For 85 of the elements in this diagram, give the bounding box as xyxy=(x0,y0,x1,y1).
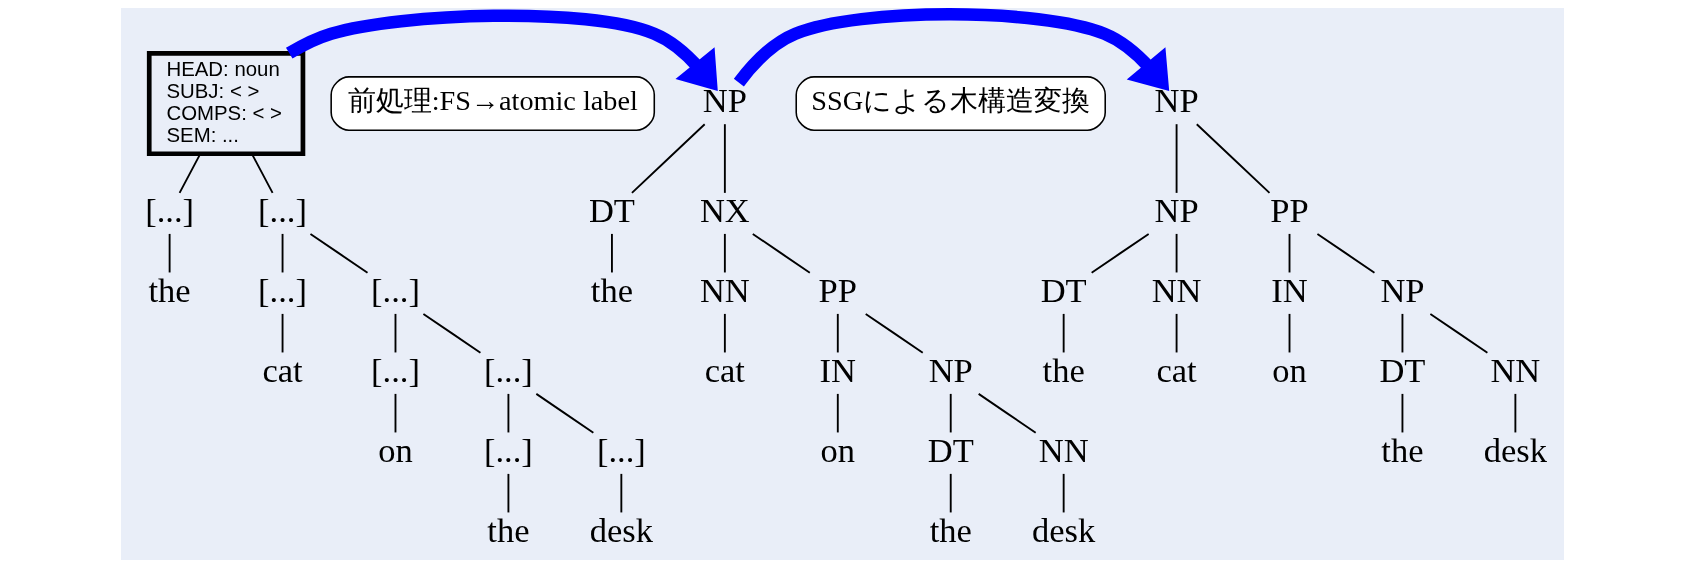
connector xyxy=(1175,232,1178,274)
connector xyxy=(751,232,811,274)
node-text: cat xyxy=(1156,351,1197,390)
node-text: [...] xyxy=(371,351,420,390)
node-text: the xyxy=(1381,431,1424,470)
node-text: desk xyxy=(589,511,653,550)
node-text: the xyxy=(929,511,972,550)
connector xyxy=(723,123,726,194)
connector xyxy=(949,472,952,514)
node-text: the xyxy=(1042,351,1085,390)
connector xyxy=(1401,312,1404,354)
connector xyxy=(535,392,595,434)
node-text: cat xyxy=(262,351,303,390)
node-text: DT xyxy=(1040,271,1087,310)
connector xyxy=(281,232,284,274)
connector xyxy=(281,312,284,354)
connector xyxy=(422,312,482,354)
node-text: DT xyxy=(1379,351,1426,390)
node-text: [...] xyxy=(483,431,533,470)
connector xyxy=(949,392,952,434)
node-text: PP xyxy=(818,271,857,310)
connector xyxy=(178,153,202,194)
node-box: 前処理:FS→atomic label xyxy=(330,76,656,131)
connector xyxy=(1175,312,1178,354)
node-text: NP xyxy=(702,81,747,120)
node-text: cat xyxy=(704,351,745,390)
node-text: on xyxy=(378,431,413,470)
connector xyxy=(836,312,839,354)
connector xyxy=(251,153,274,194)
connector xyxy=(1062,312,1065,354)
node-text: [...] xyxy=(258,271,307,310)
connector xyxy=(1429,312,1489,354)
node-text: [...] xyxy=(483,351,533,390)
connector xyxy=(1195,123,1271,194)
connector xyxy=(1288,232,1291,274)
node-text: DT xyxy=(588,191,635,230)
connector xyxy=(836,392,839,434)
node-text: the xyxy=(487,511,530,550)
connector xyxy=(864,312,924,354)
connector xyxy=(611,232,613,274)
node-text: on xyxy=(820,431,856,470)
connector xyxy=(1514,392,1517,434)
connector xyxy=(1090,232,1150,274)
node-text: desk xyxy=(1032,511,1096,550)
node-text: DT xyxy=(927,431,974,470)
connector xyxy=(723,232,726,274)
arrow xyxy=(286,9,718,92)
connector xyxy=(309,232,369,274)
connector xyxy=(723,312,726,354)
node-text: NN xyxy=(1490,351,1541,390)
connector xyxy=(1288,312,1291,354)
connector xyxy=(1401,392,1404,434)
node-text: the xyxy=(148,271,191,310)
node-text: on xyxy=(1272,351,1307,390)
connector xyxy=(394,392,397,434)
connector xyxy=(168,232,171,274)
node-text: [...] xyxy=(258,191,307,230)
node-text: [...] xyxy=(145,191,195,230)
connector xyxy=(1062,472,1065,514)
node-text: NN xyxy=(699,271,750,310)
connector xyxy=(631,123,706,194)
connector xyxy=(1175,123,1178,194)
node-text: desk xyxy=(1483,431,1547,470)
node-text: NX xyxy=(699,191,750,230)
node-text: NN xyxy=(1038,431,1089,470)
node-box: SSGによる木構造変換 xyxy=(795,76,1106,131)
connector xyxy=(507,392,510,434)
node-text: the xyxy=(590,271,634,310)
node-text: IN xyxy=(819,351,856,390)
arrow xyxy=(733,8,1170,91)
node-text: NP xyxy=(1380,271,1425,310)
connector xyxy=(1316,232,1376,274)
node-box: HEAD: noun SUBJ: < > COMPS: < > SEM: ... xyxy=(146,51,306,157)
node-text: NP xyxy=(1154,191,1199,230)
node-text: IN xyxy=(1271,271,1308,310)
node-text: NP xyxy=(928,351,973,390)
node-text: NP xyxy=(1154,81,1199,120)
connector xyxy=(394,312,397,354)
connector xyxy=(507,472,510,514)
node-text: PP xyxy=(1270,191,1309,230)
node-text: [...] xyxy=(371,271,420,310)
node-text: [...] xyxy=(596,431,646,470)
connector xyxy=(977,392,1037,434)
connector xyxy=(620,472,623,514)
node-text: NN xyxy=(1151,271,1202,310)
